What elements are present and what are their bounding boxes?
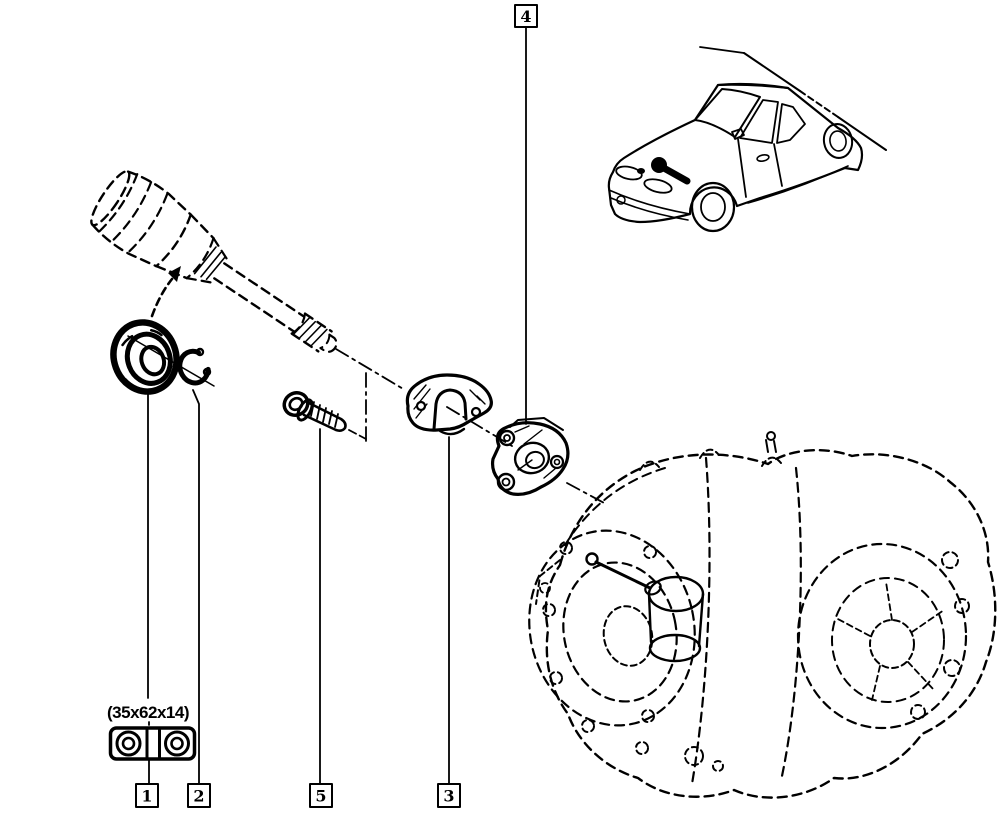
dimension-text: (35x62x14): [107, 703, 189, 722]
car-front-wheel-hub: [700, 192, 726, 222]
callout-box-1[interactable]: 1: [135, 783, 159, 808]
bearing-dimension-label: (35x62x14): [107, 703, 197, 761]
car-door-handle: [756, 154, 770, 162]
vehicle-thumbnail: [607, 46, 887, 233]
car-door-line-front: [737, 138, 747, 198]
callout-4-frame[interactable]: [514, 4, 538, 28]
car-rear-wheel-hub: [829, 130, 847, 152]
bolt-part-5: [282, 390, 347, 432]
reference-line-top: [699, 46, 745, 54]
driveshaft-reference: [90, 170, 338, 353]
callout-4-label: 4: [520, 7, 531, 26]
car-bumper-line-1: [608, 189, 691, 215]
car-headlight-left: [615, 165, 643, 181]
callout-box-5[interactable]: 5: [309, 783, 333, 808]
callout-box-4[interactable]: 4: [514, 4, 538, 28]
car-roofline: [717, 83, 789, 89]
callout-3-label: 3: [443, 787, 454, 806]
callout-box-2[interactable]: 2: [187, 783, 211, 808]
bearing-section-icon: [108, 726, 197, 761]
gearbox-selector-lever: [585, 552, 705, 663]
bearing-part-1: [110, 319, 215, 395]
car-front-door-window: [739, 99, 779, 144]
callout-5-frame[interactable]: [309, 783, 333, 808]
car-mirror: [731, 128, 745, 140]
car-front-wheel: [690, 181, 736, 233]
callout-2-label: 2: [193, 787, 204, 806]
callout-2-frame[interactable]: [187, 783, 211, 808]
car-headlight-right: [643, 178, 673, 194]
assembly-centerline: [335, 348, 607, 505]
car-windshield: [694, 88, 761, 138]
car-sill-line: [747, 165, 849, 204]
leader-lines: [147, 26, 527, 785]
reference-line: [837, 116, 887, 151]
reference-line: [743, 52, 801, 92]
callout-box-3[interactable]: 3: [437, 783, 461, 808]
car-foglight: [616, 195, 626, 205]
callout-3-frame[interactable]: [437, 783, 461, 808]
install-direction-arrow-icon: [150, 266, 181, 318]
callout-5-label: 5: [315, 787, 326, 806]
reference-line-dashed: [799, 90, 839, 118]
car-rear-wheel: [822, 123, 854, 159]
circlip-part-2: [177, 347, 212, 386]
car-door-line-rear: [773, 143, 783, 187]
support-part-4: [490, 417, 570, 496]
gearbox-reference: [528, 431, 997, 799]
callout-1-label: 1: [141, 787, 152, 806]
car-body-outline: [607, 82, 864, 224]
leader-line-2: [192, 389, 200, 785]
bracket-part-3: [405, 373, 493, 436]
car-badge: [637, 168, 645, 174]
callout-1-frame[interactable]: [135, 783, 159, 808]
part-location-marker: [651, 157, 691, 185]
car-rear-window: [776, 103, 806, 144]
